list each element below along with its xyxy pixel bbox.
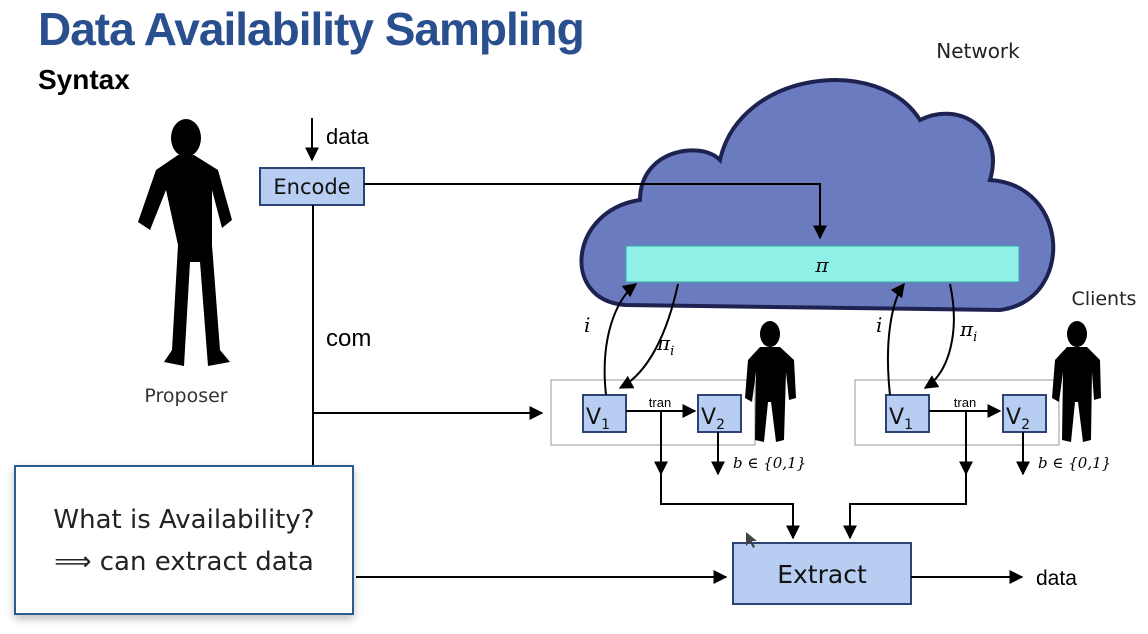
- svg-text:πi: πi: [959, 317, 977, 345]
- slide-title: Data Availability Sampling: [38, 3, 585, 55]
- svg-text:V1: V1: [586, 405, 610, 433]
- v2-label: V: [1006, 405, 1021, 430]
- callout-answer: ⟹ can extract data: [16, 547, 352, 577]
- data-output-label: data: [1036, 567, 1077, 590]
- proposer-label: Proposer: [144, 385, 227, 407]
- svg-text:πi: πi: [656, 331, 674, 359]
- encode-box: [259, 167, 365, 206]
- encode-label: Encode: [273, 175, 350, 199]
- pi-bar: [625, 245, 1020, 283]
- client-panel-2: V1 V2 tran: [854, 321, 1101, 446]
- v1-label: V: [586, 405, 601, 430]
- callout-question: What is Availability?: [53, 505, 315, 535]
- proposer-figure: [138, 119, 232, 366]
- v2-subscript: 2: [716, 417, 725, 433]
- pi-i-label-1: π: [656, 331, 671, 355]
- availability-callout: What is Availability? ⟹ can extract data: [14, 465, 354, 615]
- client-figure: [745, 321, 796, 442]
- b-label-2: b ∈ {0,1}: [1038, 454, 1111, 472]
- data-input-label: data: [326, 124, 370, 149]
- slide-subtitle: Syntax: [38, 64, 130, 95]
- i-label-2: i: [876, 313, 882, 337]
- pi-bar-label: π: [814, 253, 829, 277]
- v1-subscript: 1: [904, 417, 913, 433]
- pi-i-subscript-1: i: [670, 344, 674, 359]
- extract-box: [732, 542, 912, 605]
- v1-label: V: [889, 405, 904, 430]
- extract-label: Extract: [777, 560, 867, 589]
- v2-box: [1002, 394, 1047, 433]
- svg-text:V2: V2: [1006, 405, 1030, 433]
- i-label-1: i: [584, 313, 590, 337]
- b-label-1: b ∈ {0,1}: [733, 454, 806, 472]
- tran-label: tran: [649, 395, 671, 410]
- implies-icon: ⟹: [54, 547, 92, 577]
- v1-box: [582, 394, 627, 433]
- com-label: com: [326, 325, 371, 352]
- client-panel-1: V1 V2 tran: [550, 321, 796, 446]
- tran-label: tran: [954, 395, 976, 410]
- v2-label: V: [701, 405, 716, 430]
- client-figure: [1052, 321, 1101, 442]
- clients-label: Clients: [1072, 288, 1137, 310]
- network-label: Network: [936, 39, 1020, 63]
- pi-i-subscript-2: i: [973, 330, 977, 345]
- v1-subscript: 1: [601, 417, 610, 433]
- svg-text:V2: V2: [701, 405, 725, 433]
- v1-box: [885, 394, 930, 433]
- pi-i-label-2: π: [959, 317, 974, 341]
- svg-text:V1: V1: [889, 405, 913, 433]
- v2-box: [697, 394, 742, 433]
- cursor-icon: [746, 532, 757, 548]
- v2-subscript: 2: [1021, 417, 1030, 433]
- callout-answer-text: can extract data: [99, 547, 314, 577]
